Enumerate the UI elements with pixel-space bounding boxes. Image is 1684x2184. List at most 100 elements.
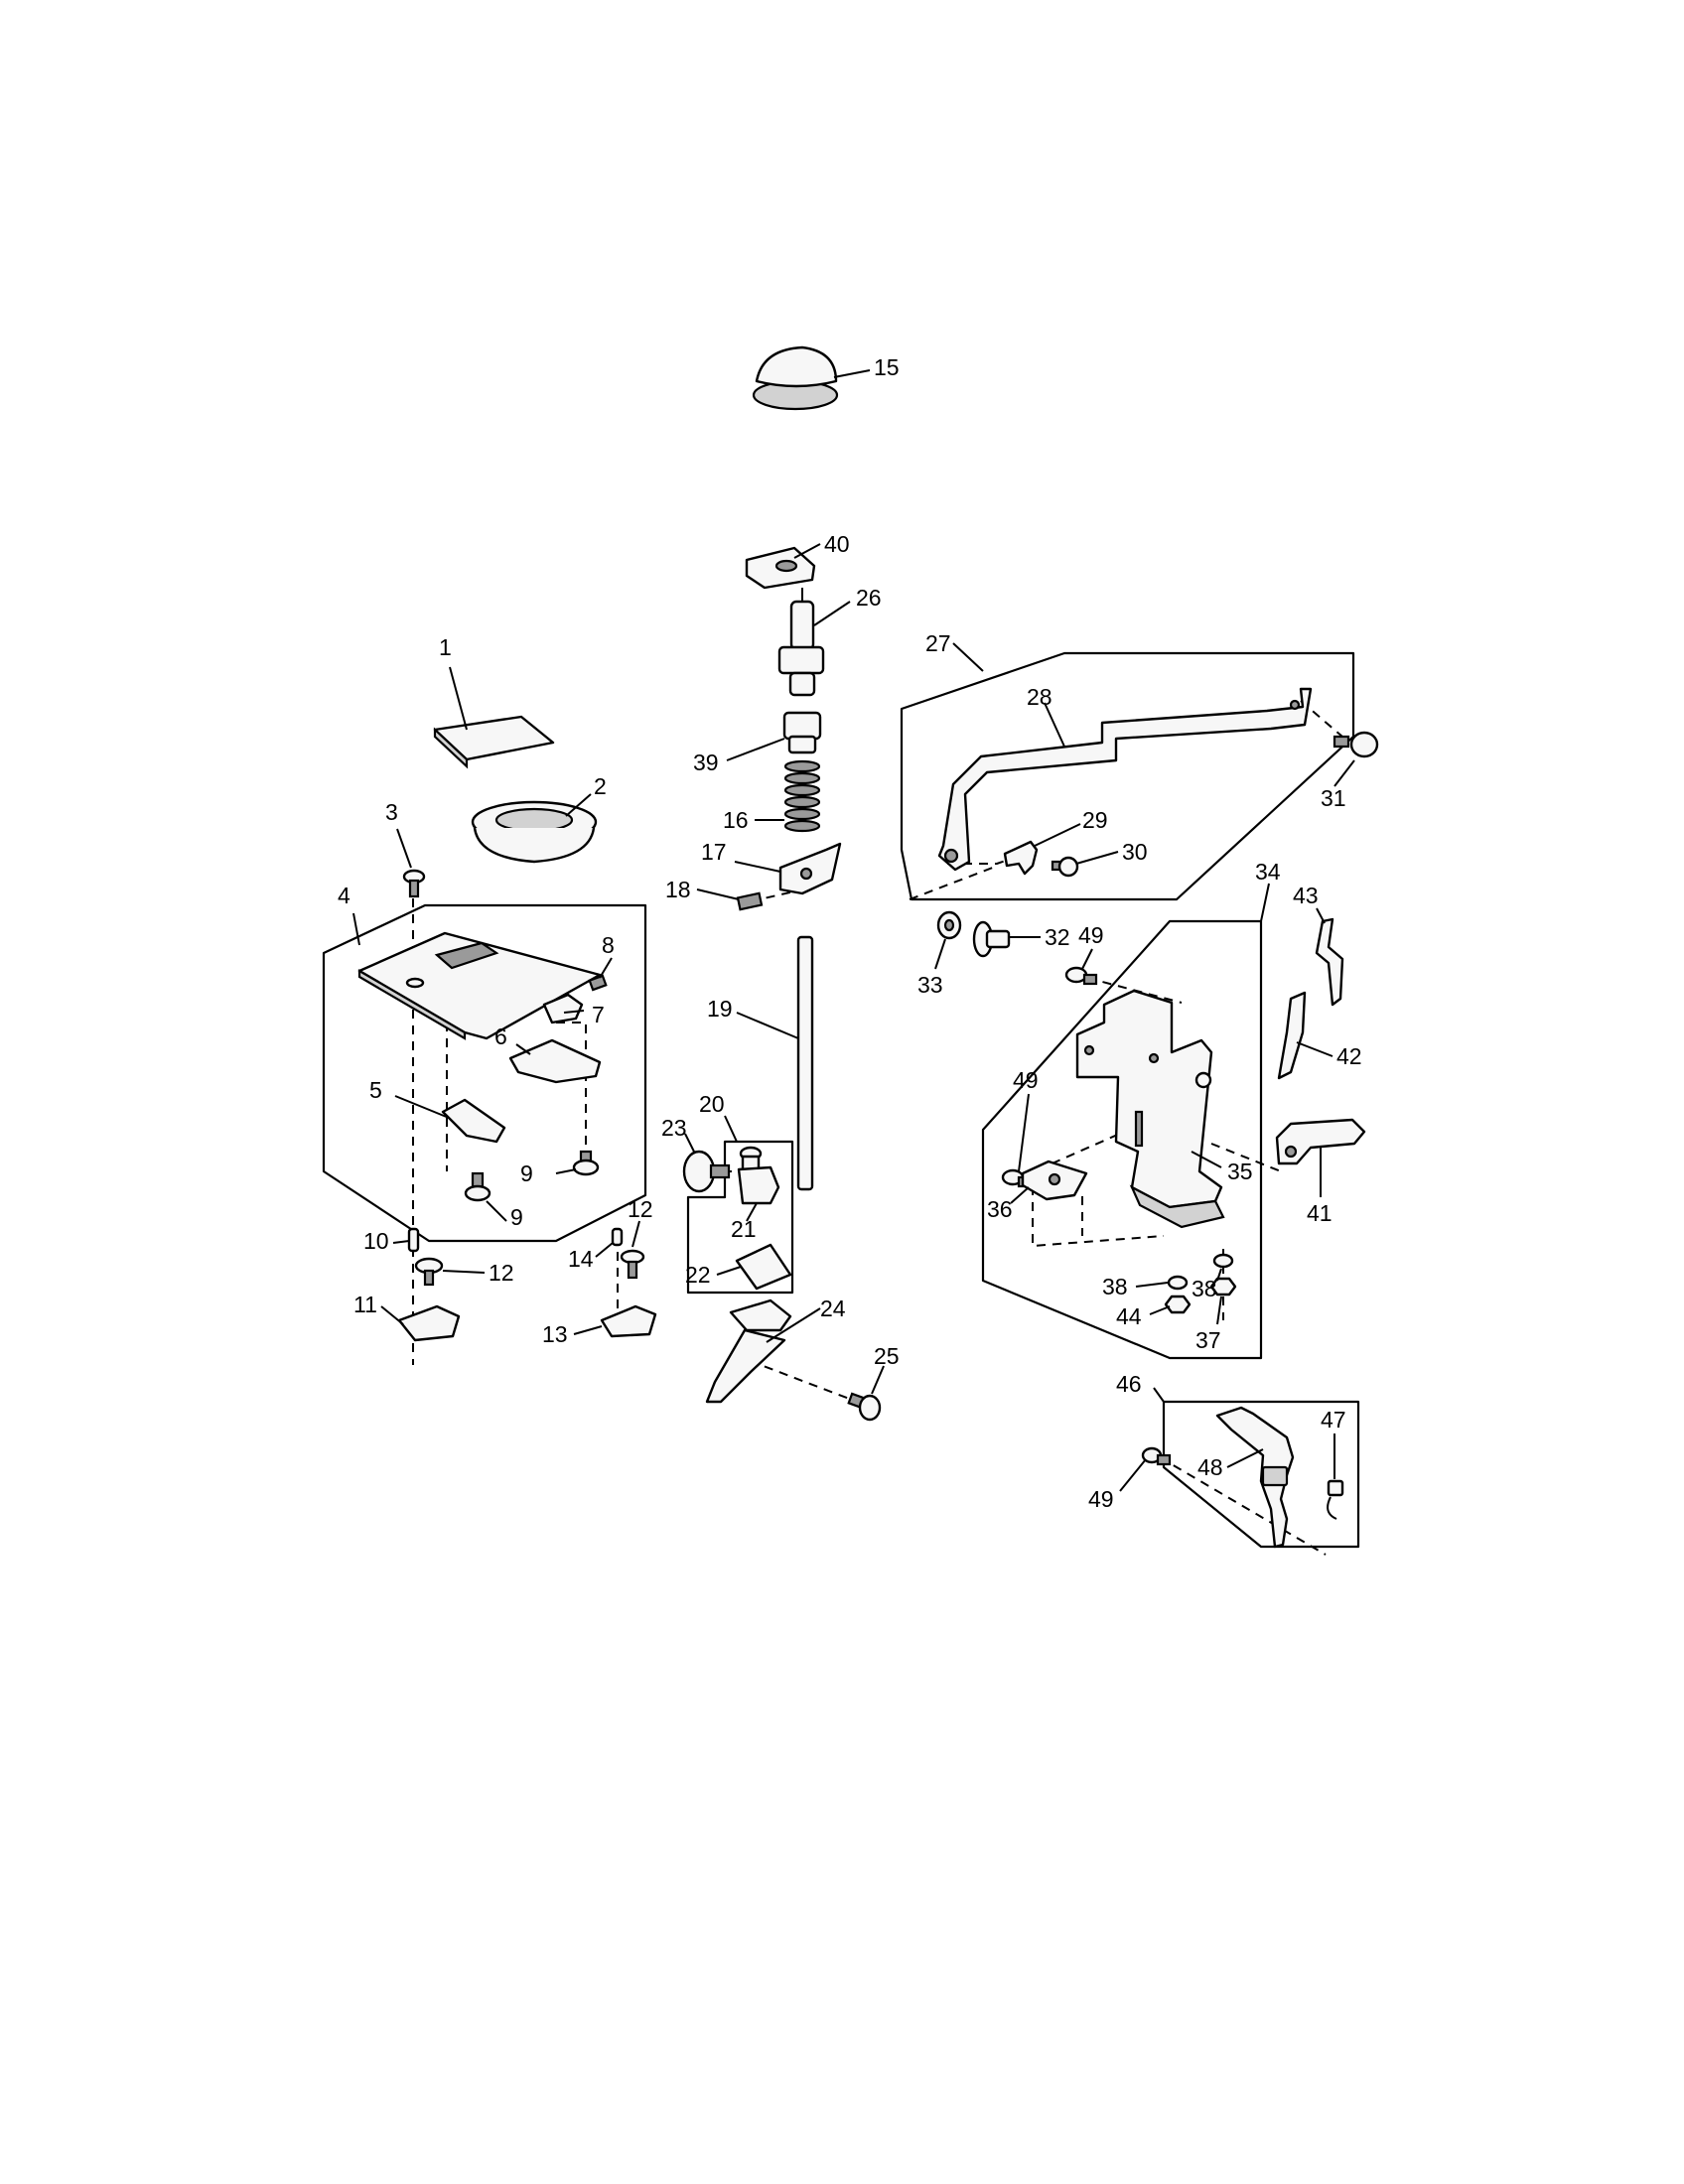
callout-19: 19 <box>707 996 733 1022</box>
part-3-screw <box>402 869 426 898</box>
callout-2: 2 <box>594 773 607 799</box>
leader-12b <box>632 1220 640 1248</box>
part-42-lever <box>1277 991 1307 1080</box>
part-40-plate-hole <box>774 559 798 573</box>
leader-33 <box>934 938 946 970</box>
assembly-line-32-33 <box>909 865 999 900</box>
part-31-screw <box>1333 731 1379 758</box>
part-26-lower-shaft <box>788 671 816 697</box>
leader-31 <box>1333 759 1355 787</box>
callout-32: 32 <box>1045 924 1070 950</box>
leader-9a <box>555 1168 577 1174</box>
part-48-lever <box>1215 1406 1295 1549</box>
group-frame-34 <box>981 919 1263 1360</box>
callout-29: 29 <box>1082 807 1108 833</box>
part-43-lever <box>1315 917 1344 1007</box>
part-2-bobbin-case-body <box>473 826 596 864</box>
part-23-thumb-screw <box>682 1150 731 1193</box>
part-12-screw-left <box>414 1257 444 1287</box>
part-9-screw-left <box>464 1171 491 1202</box>
part-35-slot <box>1134 1110 1144 1148</box>
callout-34: 34 <box>1255 859 1281 885</box>
callout-16: 16 <box>723 807 749 833</box>
part-24-cover <box>729 1298 792 1332</box>
part-19-presser-bar <box>796 935 814 1191</box>
leader-6 <box>515 1043 531 1055</box>
callout-38-left: 38 <box>1102 1274 1128 1299</box>
part-2-bobbin-case-inner <box>494 807 574 833</box>
leader-40 <box>793 543 821 559</box>
leader-14 <box>595 1242 614 1258</box>
part-25-screw <box>847 1392 882 1422</box>
part-47-clip <box>1327 1479 1344 1520</box>
part-39-collar-base <box>787 735 817 754</box>
leader-38a <box>1135 1282 1169 1288</box>
callout-39: 39 <box>693 750 719 775</box>
leader-44 <box>1149 1305 1171 1315</box>
leader-30 <box>1075 851 1119 865</box>
leader-18 <box>696 888 740 900</box>
part-41-hole <box>1284 1145 1298 1159</box>
callout-11: 11 <box>353 1292 377 1317</box>
leader-2 <box>565 793 592 817</box>
group-frame-27 <box>900 651 1355 901</box>
part-35-hole-b <box>1148 1052 1160 1064</box>
part-35-stud <box>1194 1071 1212 1089</box>
callout-35: 35 <box>1227 1159 1253 1184</box>
leader-36 <box>1010 1186 1030 1204</box>
leader-29 <box>1034 823 1081 847</box>
part-6-bracket <box>508 1038 602 1084</box>
callout-23: 23 <box>661 1115 687 1141</box>
part-26-upper-shaft <box>789 600 815 651</box>
assembly-line-35-41 <box>1210 1143 1282 1172</box>
group-frame-4 <box>322 903 647 1243</box>
leader-49c <box>1119 1458 1147 1492</box>
leader-8 <box>599 957 613 979</box>
callout-18: 18 <box>665 877 691 902</box>
leader-24 <box>766 1307 821 1343</box>
callout-31: 31 <box>1321 785 1346 811</box>
leader-4 <box>352 912 360 946</box>
part-8-spring <box>588 974 608 992</box>
part-35-hole-a <box>1083 1044 1095 1056</box>
callout-20: 20 <box>699 1091 725 1117</box>
part-28-end-hole <box>943 848 959 864</box>
part-30-screw <box>1051 856 1079 878</box>
callout-3: 3 <box>385 799 398 825</box>
part-39-collar <box>782 711 822 741</box>
leader-38b <box>1216 1268 1222 1282</box>
part-36-hole <box>1048 1172 1061 1186</box>
leader-48 <box>1226 1448 1264 1468</box>
callout-28: 28 <box>1027 684 1052 710</box>
leader-21 <box>746 1202 758 1222</box>
part-12-screw-right <box>620 1249 645 1280</box>
part-41-bracket <box>1275 1118 1366 1165</box>
leader-23 <box>684 1133 696 1155</box>
callout-33: 33 <box>917 972 943 998</box>
leader-26 <box>813 601 851 626</box>
part-9-screw-right <box>572 1150 600 1176</box>
leader-13 <box>573 1325 603 1335</box>
callout-24: 24 <box>820 1296 846 1321</box>
part-35-base-flange <box>1129 1184 1225 1229</box>
leader-17 <box>734 861 781 873</box>
part-26-collar <box>777 645 825 675</box>
callout-49-bottom: 49 <box>1088 1486 1114 1512</box>
leader-35 <box>1191 1151 1222 1168</box>
callout-6: 6 <box>494 1024 507 1049</box>
part-17-hole <box>799 867 813 881</box>
part-5-bracket <box>441 1098 506 1144</box>
part-38-washer-left <box>1167 1275 1189 1291</box>
callout-1: 1 <box>439 634 452 660</box>
callout-49-middle: 49 <box>1013 1067 1039 1093</box>
callout-30: 30 <box>1122 839 1148 865</box>
leader-9b <box>486 1200 507 1222</box>
assembly-line-46 <box>1159 1456 1327 1556</box>
part-10-pin <box>407 1227 420 1253</box>
part-49-screw-top <box>1064 966 1098 986</box>
part-37-nut <box>1209 1277 1237 1297</box>
part-38-washer-right <box>1212 1253 1234 1269</box>
callout-37: 37 <box>1195 1327 1221 1353</box>
callout-13: 13 <box>542 1321 568 1347</box>
